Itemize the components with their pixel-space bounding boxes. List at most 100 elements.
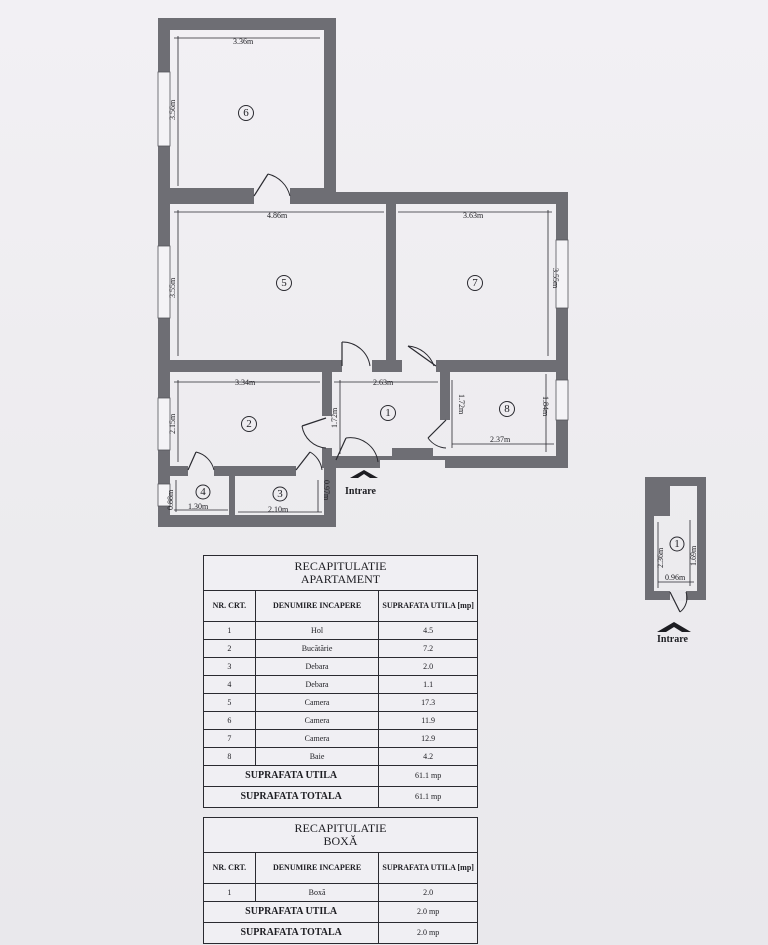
wall-2-bottom-b [214, 466, 296, 476]
row-area: 4.5 [378, 621, 478, 640]
dim-box-height-left: 2.36m [656, 547, 665, 568]
box-door-swing [679, 591, 688, 613]
dim-room6-height: 3.56m [168, 99, 177, 120]
row-nr: 2 [203, 639, 256, 658]
dim-room3-width: 2.10m [268, 505, 289, 514]
windows [157, 71, 569, 507]
row-nr: 4 [203, 675, 256, 694]
window-room4 [157, 483, 171, 507]
wall-2-bottom-a [170, 466, 188, 476]
useful-area-label: SUPRAFATA UTILA [202, 765, 380, 787]
room8-marker [499, 401, 515, 417]
box-walls [645, 477, 706, 600]
entry-door-swing [345, 437, 379, 463]
wall-2-1-bottom [322, 448, 332, 468]
door-4-swing [195, 451, 215, 471]
row-area: 2.0 [378, 657, 478, 676]
box-useful-area-row: SUPRAFATA UTILA 2.0 mp [202, 901, 478, 923]
row-nr: 6 [203, 711, 256, 730]
apartment-title-line2: APARTAMENT [300, 572, 381, 586]
door-3-swing [309, 451, 323, 471]
box-room-number: 1 [674, 538, 680, 550]
storage-box-plan: 2.36m 1.69m 0.96m 1 Intrare [645, 477, 706, 645]
dim-room2-height: 2.15m [168, 413, 177, 434]
wall-2-1-top [322, 372, 332, 416]
window-room6 [157, 71, 171, 147]
room4-marker [195, 484, 211, 500]
window-room8 [555, 379, 569, 421]
door-5-swing [341, 341, 371, 367]
entry-door [335, 437, 347, 461]
door-8 [427, 419, 447, 439]
room4-number: 4 [200, 486, 206, 498]
door-2 [301, 417, 327, 427]
dim-room8-height-right: 1.84m [541, 396, 550, 417]
room1-marker [380, 405, 396, 421]
row-name: Debara [254, 675, 380, 694]
col-area-header: SUPRAFATA UTILA [mp] [378, 590, 478, 622]
wall-5-7 [386, 204, 396, 362]
dim-room8-width: 2.37m [490, 435, 511, 444]
row-area: 11.9 [378, 711, 478, 730]
box-title-line1: RECAPITULATIE [294, 820, 387, 835]
walls [158, 18, 568, 527]
box-inner-wall [654, 486, 670, 516]
box-total-area-label: SUPRAFATA TOTALA [202, 922, 380, 944]
dim-room4-height: 0.88m [166, 489, 175, 510]
box-entrance-label: Intrare [657, 634, 688, 645]
wall-6-5-right [290, 188, 324, 204]
entrance: Intrare [345, 470, 378, 497]
row-name: Camera [254, 693, 380, 712]
dimension-lines [174, 36, 554, 513]
box-col-area-header: SUPRAFATA UTILA [mp] [378, 852, 478, 884]
room3-marker [272, 486, 288, 502]
room6-marker [238, 105, 254, 121]
dim-room5-width: 4.86m [267, 211, 288, 220]
dim-room8-height-left: 1.72m [457, 394, 466, 415]
total-area-value: 61.1 mp [378, 786, 478, 808]
door-3 [295, 451, 311, 471]
dim-box-width: 0.96m [665, 573, 686, 582]
door-8-swing [427, 437, 447, 449]
door-6-swing [267, 173, 291, 197]
room6-number: 6 [243, 107, 249, 119]
row-nr: 8 [203, 747, 256, 766]
row-area: 17.3 [378, 693, 478, 712]
dim-room3-height: 0.97m [322, 480, 331, 501]
door-4 [187, 451, 197, 471]
row-name: Baie [254, 747, 380, 766]
dimension-labels: 3.36m 3.56m 4.86m 3.55m 3.63m 3.55m 3.34… [166, 37, 560, 514]
window-room2 [157, 397, 171, 451]
useful-area-row: SUPRAFATA UTILA 61.1 mp [202, 765, 478, 787]
window-room7 [555, 239, 569, 309]
dim-hall-height: 1.72m [330, 407, 339, 428]
room8-number: 8 [504, 403, 510, 415]
row-name: Hol [254, 621, 380, 640]
row-area: 2.0 [378, 883, 478, 902]
dim-room7-width: 3.63m [463, 211, 484, 220]
row-area: 7.2 [378, 639, 478, 658]
row-name: Camera [254, 729, 380, 748]
room1-number: 1 [385, 407, 391, 419]
box-entrance-arrow-icon [657, 622, 691, 632]
dim-room4-width: 1.30m [188, 502, 209, 511]
wall-below-7 [436, 360, 556, 372]
box-table-title: RECAPITULATIE BOXĂ [203, 817, 478, 853]
room3-number: 3 [277, 488, 283, 500]
useful-area-value: 61.1 mp [378, 765, 478, 787]
wall-3-right [324, 468, 336, 516]
box-col-name-header: DENUMIRE INCAPERE [254, 852, 380, 884]
row-nr: 1 [203, 621, 256, 640]
row-area: 1.1 [378, 675, 478, 694]
wall-below-5-mid [372, 360, 402, 372]
entrance-arrow-icon [350, 470, 378, 478]
col-nr-header: NR. CRT. [203, 590, 256, 622]
dim-room6-width: 3.36m [233, 37, 254, 46]
row-area: 4.2 [378, 747, 478, 766]
